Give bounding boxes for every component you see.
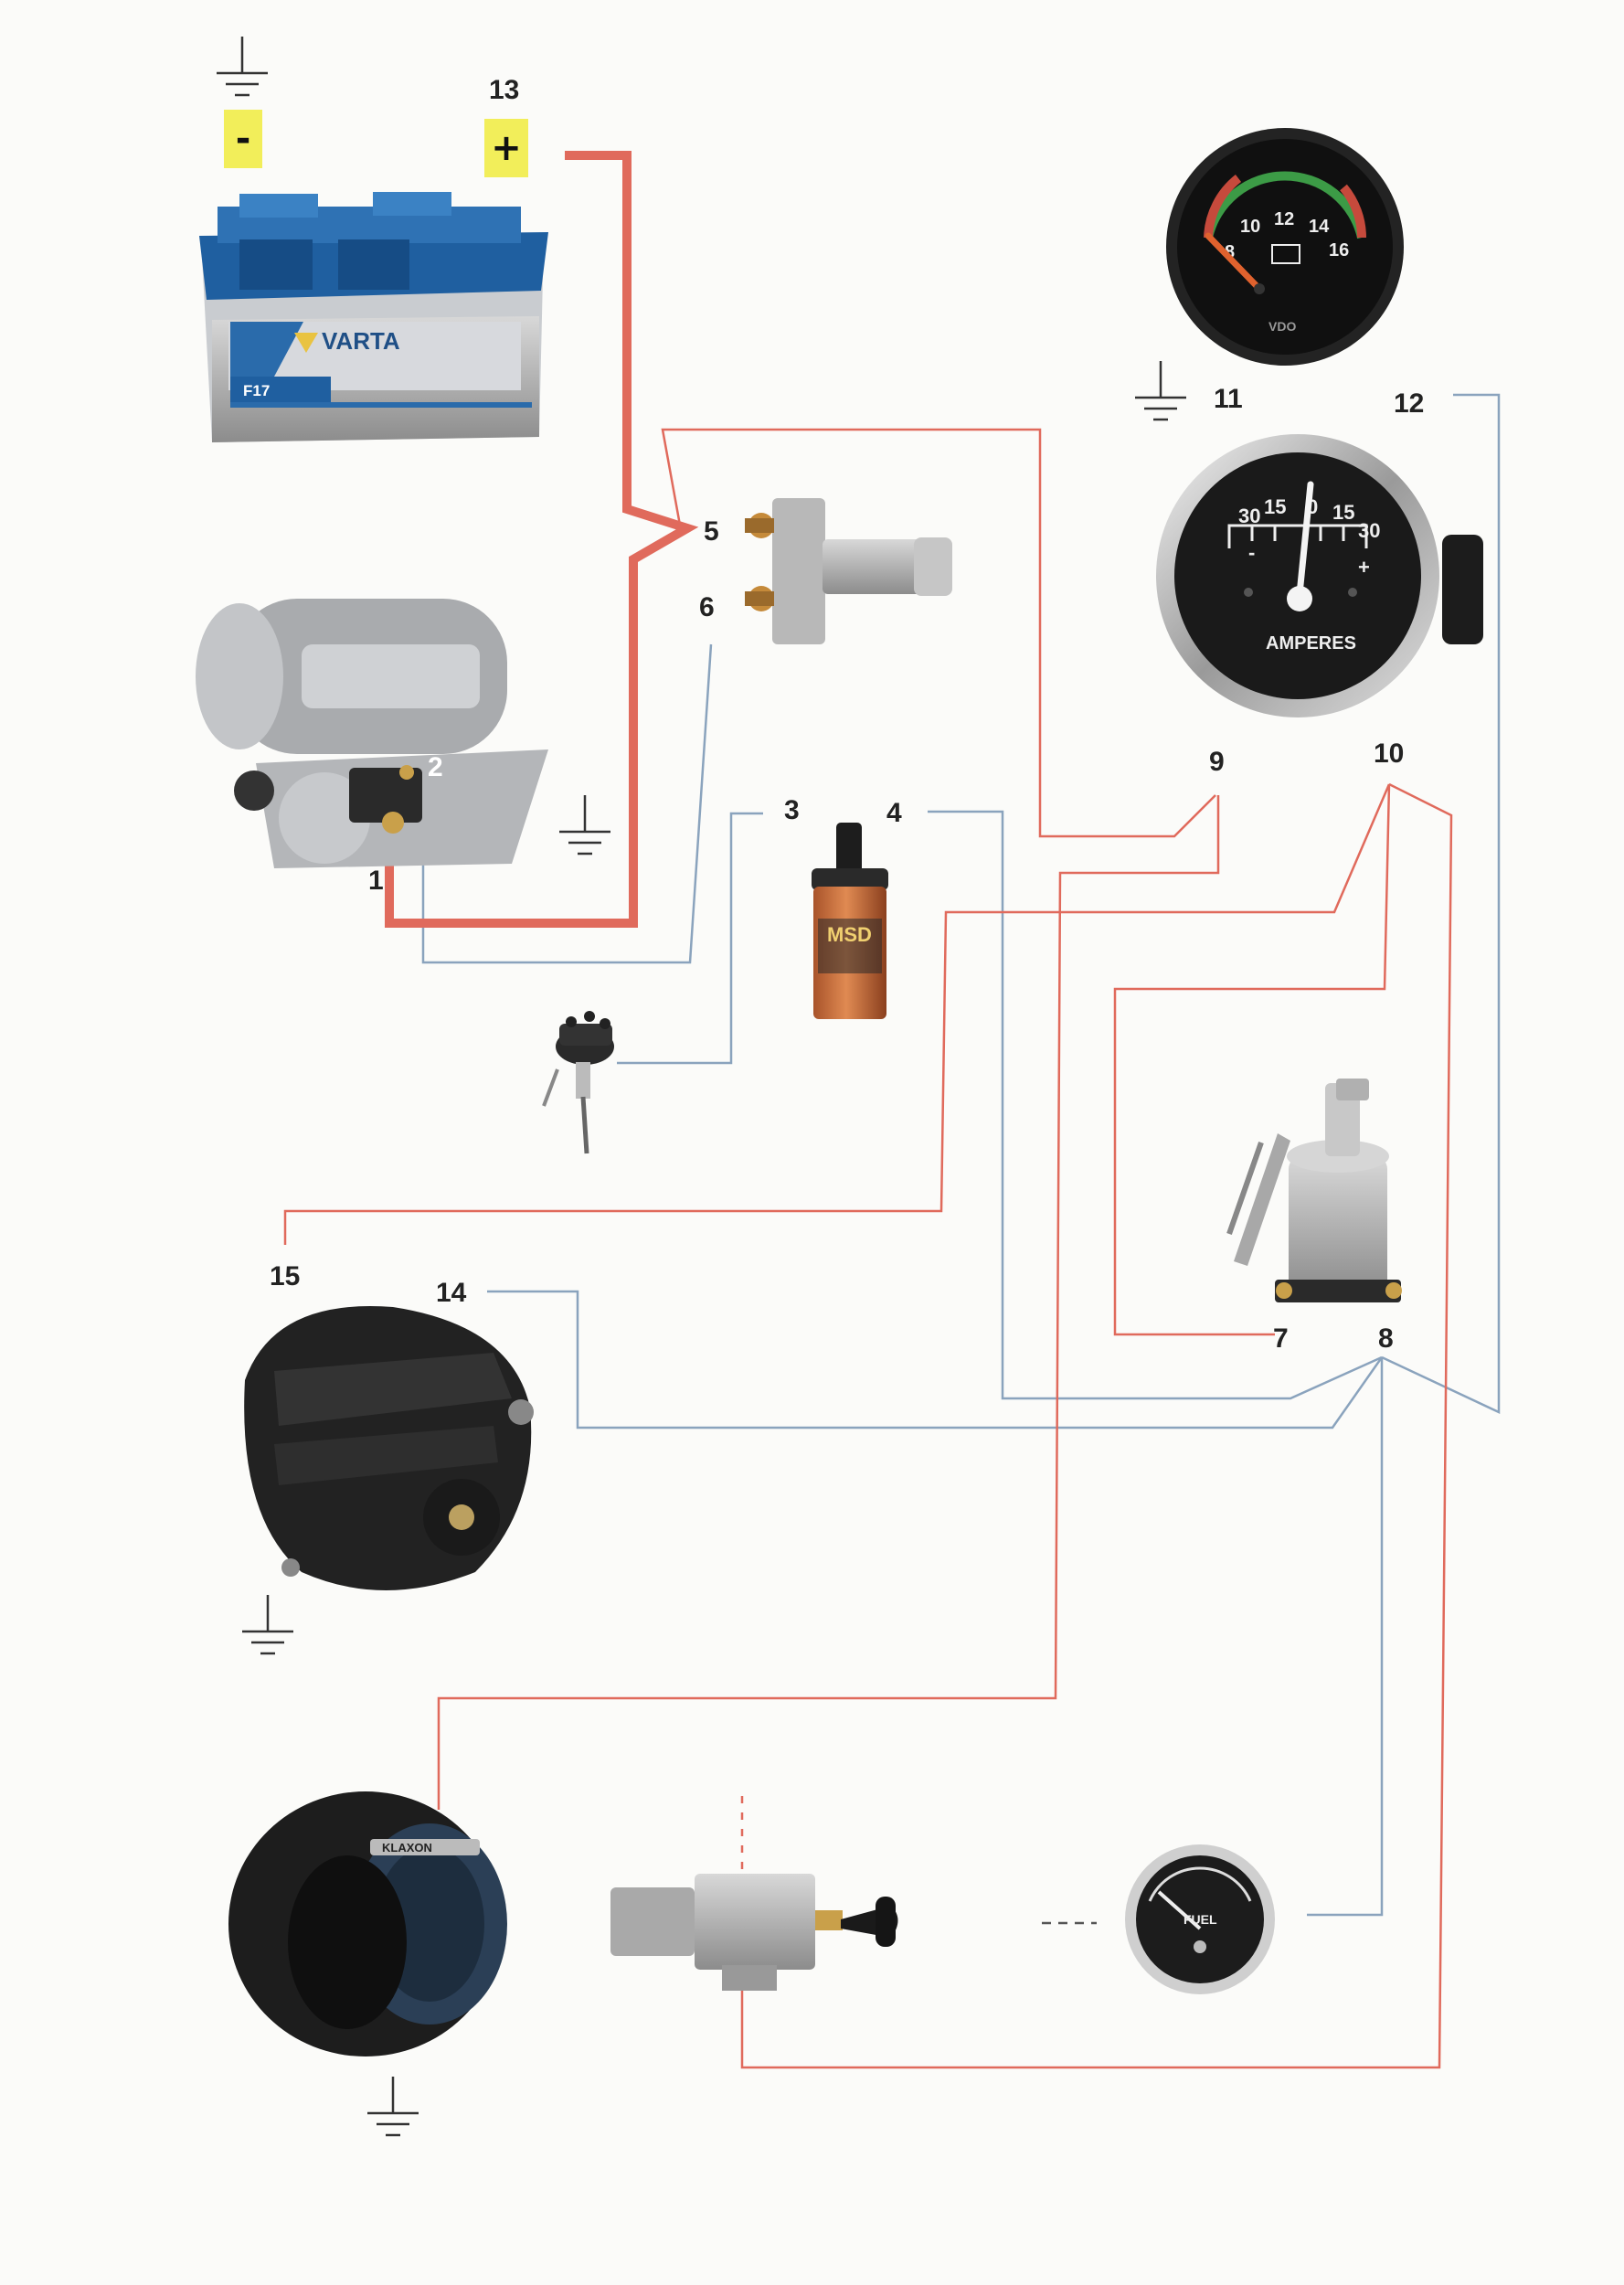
horn-icon: KLAXON [228,1791,507,2056]
terminal-label-5: 5 [704,516,719,547]
wire-alternator-to-ammeter [283,783,1391,1245]
battery-plus-sign: + [484,119,528,177]
coil-brand: MSD [827,923,872,946]
ammeter-plus: + [1358,556,1370,579]
battery-main-cable [385,151,699,928]
terminal-label-2: 2 [428,752,443,782]
wire-distributor-to-coil [617,812,763,1065]
ground-battery-icon [215,35,270,97]
horn-brand: KLAXON [382,1841,432,1855]
voltmeter-tick: 12 [1274,209,1294,229]
ammeter-tick: 30 [1238,505,1260,527]
fuel-gauge-icon: FUEL [1125,1844,1275,1994]
wire-gauge12-to-ignition [1381,393,1501,1414]
wire-ignition-to-ammeter [1113,783,1391,1336]
battery-minus-sign: - [224,110,262,168]
voltmeter-tick: 8 [1225,242,1235,262]
wire-ignition-to-fuel-gauge [1307,1357,1384,1917]
ammeter-gauge-icon: 30 15 0 15 30 - + AMPERES [1156,434,1483,717]
signal-wires [421,393,1501,1917]
wire-switch-to-ammeter [740,782,1453,2069]
terminal-label-9: 9 [1209,747,1225,777]
terminal-label-7: 7 [1273,1323,1289,1354]
alternator-icon [244,1306,534,1590]
ground-starter-icon [557,793,612,856]
pull-switch-icon [610,1874,898,1991]
voltmeter-tick: 16 [1329,240,1349,260]
terminal-label-3: 3 [784,795,800,825]
voltmeter-tick: 10 [1240,217,1260,237]
starter-solenoid-icon [745,498,952,644]
fuel-gauge-caption: FUEL [1184,1912,1217,1927]
terminal-label-8: 8 [1378,1323,1394,1354]
terminal-label-6: 6 [699,592,715,622]
terminal-label-4: 4 [886,798,902,828]
wire-alternator-to-ignition [487,1290,1384,1429]
distributor-icon [542,1011,614,1154]
terminal-label-10: 10 [1374,739,1405,769]
ground-voltmeter-icon [1133,359,1188,421]
ammeter-minus: - [1248,541,1255,564]
wire-solenoid-to-voltmeter [661,428,1216,838]
ammeter-tick: 30 [1358,519,1380,542]
ammeter-tick: 15 [1332,501,1354,524]
ignition-coil-icon: MSD [812,823,888,1019]
voltmeter-gauge-icon: 8 10 12 14 16 VDO [1166,128,1404,366]
battery-model: F17 [243,382,270,399]
battery-brand: VARTA [322,327,400,355]
battery-icon: VARTA F17 [199,192,548,442]
ground-alternator-icon [240,1593,295,1655]
ammeter-caption: AMPERES [1266,633,1356,654]
ground-horn-icon [366,2075,420,2137]
power-wires [283,428,1453,2069]
voltmeter-brand: VDO [1268,319,1296,334]
voltmeter-tick: 14 [1309,217,1330,237]
terminal-label-15: 15 [270,1261,301,1291]
starter-motor-icon [196,599,548,868]
ignition-switch-icon [1226,1079,1402,1302]
ammeter-tick: 15 [1264,495,1286,518]
terminal-label-11: 11 [1214,384,1243,414]
terminal-label-14: 14 [436,1278,467,1308]
terminal-label-12: 12 [1394,388,1425,419]
wire-horn-to-gauge9 [437,795,1220,1810]
wire-starter-to-solenoid [421,643,713,964]
wire-coil-to-ignition [928,810,1383,1400]
terminal-label-1: 1 [368,866,384,896]
terminal-label-13: 13 [489,75,520,105]
